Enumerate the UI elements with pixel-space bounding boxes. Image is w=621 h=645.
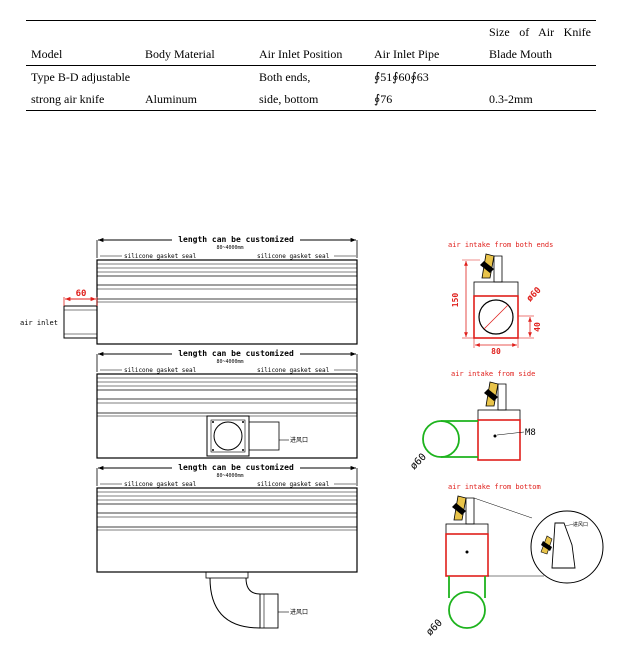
length-range: 80~4000mm bbox=[216, 359, 243, 365]
end-view-drawing: air intake from both ends 150 40 80 ø60 bbox=[448, 241, 553, 356]
cell-pipe: ∮51∮60∮63 ∮76 bbox=[369, 65, 484, 111]
length-label: length can be customized bbox=[178, 462, 294, 472]
dim-60-label: 60 bbox=[76, 289, 87, 299]
spec-table: Model Body Material Air Inlet Position A… bbox=[26, 20, 596, 111]
air-inlet-label: air inlet bbox=[20, 319, 58, 327]
air-knife-drawing-bottom: length can be customized 80~4000mm silic… bbox=[96, 462, 358, 629]
seal-label-left: silicone gasket seal bbox=[124, 253, 197, 260]
header-model: Model bbox=[26, 20, 140, 66]
end-inlet-pipe bbox=[63, 305, 98, 339]
dim-150-label: 150 bbox=[451, 293, 460, 308]
cell-model: Type B-D adjustable strong air knife bbox=[26, 65, 140, 111]
bottom-view-title: air intake from bottom bbox=[448, 483, 541, 491]
header-body-material: Body Material bbox=[140, 20, 254, 66]
bottom-inlet-elbow bbox=[205, 571, 279, 629]
seal-label-left: silicone gasket seal bbox=[124, 481, 197, 488]
dia-60-label: ø60 bbox=[408, 452, 429, 473]
bottom-view-drawing: air intake from bottom ø60 进风口 bbox=[424, 483, 604, 639]
cell-material: Aluminum bbox=[140, 65, 254, 111]
air-knife-drawing-middle: length can be customized 80~4000mm silic… bbox=[96, 348, 358, 459]
side-inlet-flange bbox=[206, 415, 280, 457]
end-view-title: air intake from both ends bbox=[448, 241, 553, 249]
side-view-drawing: air intake from side M8 ø60 bbox=[408, 370, 536, 472]
spec-table-row: Type B-D adjustable strong air knife Alu… bbox=[26, 65, 596, 111]
dia-60-label: ø60 bbox=[424, 618, 445, 639]
cell-position: Both ends, side, bottom bbox=[254, 65, 369, 111]
cell-mouth: 0.3-2mm bbox=[484, 65, 596, 111]
side-view-title: air intake from side bbox=[451, 370, 535, 378]
inlet-cn-label: 进风口 bbox=[290, 436, 308, 444]
length-label: length can be customized bbox=[178, 348, 294, 358]
header-blade-mouth-size: Size of Air Knife Blade Mouth bbox=[484, 20, 596, 66]
inlet-cn-label: 进风口 bbox=[290, 608, 308, 616]
header-air-inlet-pipe: Air Inlet Pipe bbox=[369, 20, 484, 66]
seal-label-right: silicone gasket seal bbox=[257, 253, 330, 260]
air-knife-drawing-top: length can be customized 80~4000mm silic… bbox=[20, 234, 358, 345]
m8-label: M8 bbox=[525, 428, 536, 438]
length-range: 80~4000mm bbox=[216, 473, 243, 479]
length-range: 80~4000mm bbox=[216, 245, 243, 251]
detail-inlet-cn-label: 进风口 bbox=[573, 521, 588, 528]
length-label: length can be customized bbox=[178, 234, 294, 244]
header-air-inlet-position: Air Inlet Position bbox=[254, 20, 369, 66]
spec-table-header: Model Body Material Air Inlet Position A… bbox=[26, 20, 596, 66]
dia-60-label: ø60 bbox=[525, 286, 544, 305]
seal-label-left: silicone gasket seal bbox=[124, 367, 197, 374]
detail-callout: 进风口 bbox=[530, 510, 604, 584]
dim-80-label: 80 bbox=[491, 347, 501, 356]
seal-label-right: silicone gasket seal bbox=[257, 367, 330, 374]
seal-label-right: silicone gasket seal bbox=[257, 481, 330, 488]
dim-40-label: 40 bbox=[533, 322, 542, 332]
